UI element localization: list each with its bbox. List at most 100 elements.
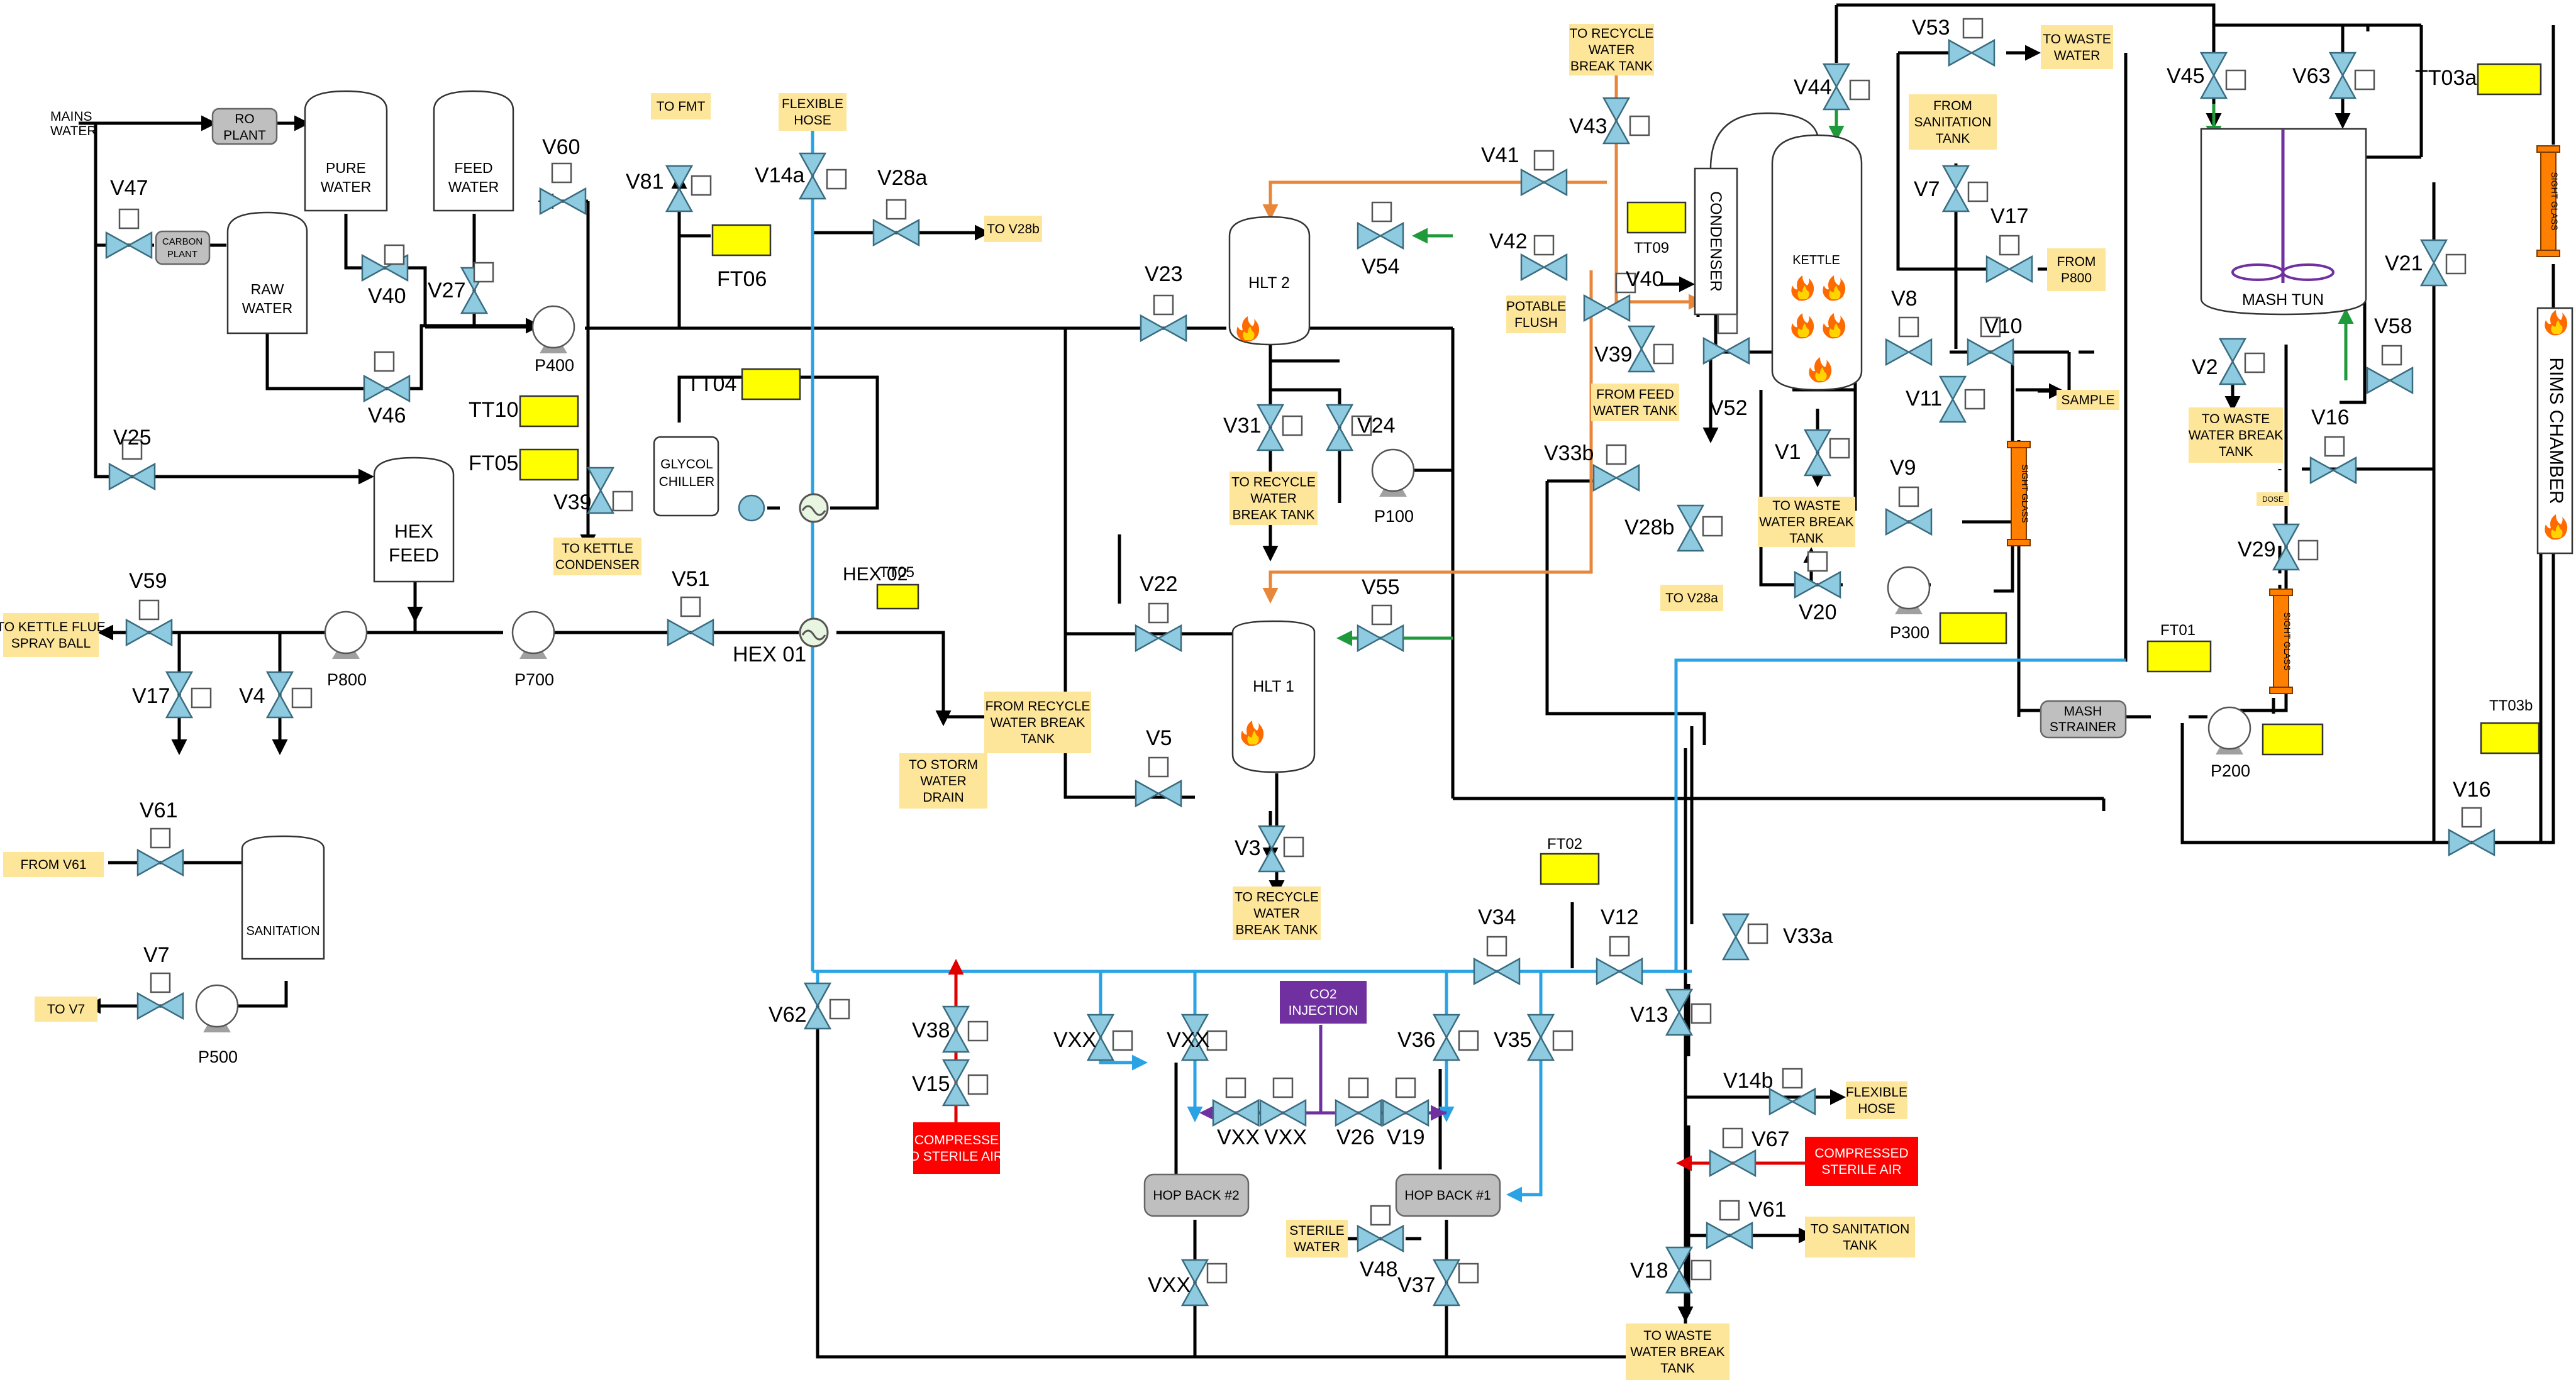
valve-v33a[interactable]: V33a [1721,913,1833,961]
valve-v16b-actuator[interactable] [2461,807,2482,828]
instrument-ft01-display[interactable] [2146,640,2212,673]
valve-v15-actuator[interactable] [967,1074,989,1095]
valve-v48[interactable]: V48 [1357,1205,1404,1281]
valve-v44-actuator[interactable] [1849,79,1870,101]
valve-v46-actuator[interactable] [374,351,395,372]
valve-v28a[interactable]: V28a [872,166,927,247]
valve-v14b-actuator[interactable] [1782,1068,1803,1089]
instrument-ft02-display[interactable] [1540,853,1600,885]
valve-v36-body[interactable] [1432,1014,1461,1061]
valve-v48-body[interactable] [1357,1224,1404,1253]
valve-v23-actuator[interactable] [1153,294,1174,316]
valve-v52-actuator[interactable] [1717,313,1738,334]
valve-v41[interactable]: V41 [1481,143,1568,197]
valve-v4-actuator[interactable] [291,687,313,709]
valve-v16b-body[interactable] [2448,828,2496,857]
instrument-tt10[interactable]: TT10 [469,395,579,428]
valve-v29[interactable]: V29 [2238,523,2319,571]
valve-v17b-body[interactable] [165,671,194,719]
valve-v2-actuator[interactable] [2244,352,2265,373]
valve-v40b[interactable]: V40 [1583,267,1664,323]
valve-v33a-body[interactable] [1721,913,1750,961]
valve-v39-body[interactable] [586,467,615,514]
valve-v54-actuator[interactable] [1371,201,1392,223]
valve-v14a-actuator[interactable] [826,169,847,190]
valve-v18-actuator[interactable] [1690,1259,1712,1281]
valve-v43[interactable]: V43 [1569,97,1650,145]
valve-v41-actuator[interactable] [1533,150,1555,171]
valve-v33b-actuator[interactable] [1606,444,1627,465]
valve-v28a-body[interactable] [872,218,920,247]
valve-v14a[interactable]: V14a [755,152,847,200]
valve-v63-actuator[interactable] [2354,69,2375,91]
valve-v29-actuator[interactable] [2297,539,2319,561]
valve-v10-actuator[interactable] [1980,316,2001,338]
valve-v18-body[interactable] [1665,1246,1694,1294]
valve-v26[interactable]: V26 [1335,1077,1382,1149]
glycol-pump[interactable] [738,494,765,522]
valve-v47-actuator[interactable] [118,208,140,229]
valve-v45[interactable]: V45 [2167,52,2246,99]
valve-v39[interactable]: V39 [553,467,633,514]
pump-p300-body[interactable] [1887,566,1931,610]
valve-v37-body[interactable] [1432,1259,1461,1307]
glycol-pump-body[interactable] [738,494,765,522]
valve-v19-body[interactable] [1382,1098,1430,1127]
pump-p200[interactable]: P200 [2207,706,2251,780]
valve-v59[interactable]: V59 [125,569,173,647]
valve-v46[interactable]: V46 [363,351,411,428]
instrument-tt09[interactable]: TT09 [1626,201,1687,257]
valve-v39b-body[interactable] [1627,325,1656,373]
valve-v12-actuator[interactable] [1609,936,1630,957]
valve-v61-actuator[interactable] [150,827,171,849]
valve-v7[interactable]: V7 [1914,165,1989,213]
valve-vxx3[interactable]: VXX [1212,1077,1260,1149]
valve-v35[interactable]: V35 [1494,1014,1574,1061]
instrument-ft06-display[interactable] [711,224,772,257]
valve-v15[interactable]: V15 [912,1059,989,1107]
valve-v55-body[interactable] [1357,624,1404,653]
valve-v4-body[interactable] [265,671,294,719]
valve-v35-actuator[interactable] [1552,1030,1574,1051]
pump-p400[interactable]: P400 [531,305,575,375]
valve-v15-body[interactable] [941,1059,970,1107]
pump-p500[interactable]: P500 [195,984,239,1066]
pump-p700-body[interactable] [511,611,555,655]
valve-v58-actuator[interactable] [2381,345,2402,366]
valve-v17b[interactable]: V17 [132,671,212,719]
valve-v47[interactable]: V47 [105,176,153,260]
valve-v19[interactable]: V19 [1382,1077,1430,1149]
valve-v20-body[interactable] [1794,570,1841,599]
valve-v14b-body[interactable] [1768,1087,1816,1116]
valve-v9[interactable]: V9 [1885,456,1933,536]
valve-v7b[interactable]: V7 [136,943,184,1020]
valve-vxx2-actuator[interactable] [1206,1030,1228,1051]
valve-v11[interactable]: V11 [1906,375,1985,423]
valve-v2[interactable]: V2 [2192,338,2265,385]
valve-v25-actuator[interactable] [121,439,143,460]
valve-v13-actuator[interactable] [1690,1003,1712,1024]
valve-v31[interactable]: V31 [1223,404,1303,451]
valve-v60-actuator[interactable] [551,162,572,184]
valve-vxx4[interactable]: VXX [1259,1077,1307,1149]
valve-v18[interactable]: V18 [1630,1246,1712,1294]
valve-v19-actuator[interactable] [1395,1077,1416,1098]
valve-v42-actuator[interactable] [1533,235,1555,256]
valve-v5[interactable]: V5 [1135,726,1182,808]
valve-v20[interactable]: V20 [1794,551,1841,624]
valve-vxx1-body[interactable] [1086,1014,1115,1061]
valve-v61b-actuator[interactable] [1719,1200,1740,1221]
valve-v17b-actuator[interactable] [191,687,212,709]
instrument-tt03b-display[interactable] [2480,722,2540,754]
valve-v31-body[interactable] [1256,404,1285,451]
valve-v25[interactable]: V25 [108,426,156,491]
valve-v12[interactable]: V12 [1596,905,1643,986]
valve-vxx5-actuator[interactable] [1206,1263,1228,1284]
instrument-ft02[interactable]: FT02 [1540,836,1600,885]
valve-v45-body[interactable] [2199,52,2228,99]
pump-p300[interactable]: P300 [1887,566,1931,642]
valve-v28a-actuator[interactable] [886,199,907,220]
valve-v43-actuator[interactable] [1629,115,1650,136]
valve-v26-actuator[interactable] [1348,1077,1369,1098]
instrument-p200box[interactable] [2262,723,2324,756]
